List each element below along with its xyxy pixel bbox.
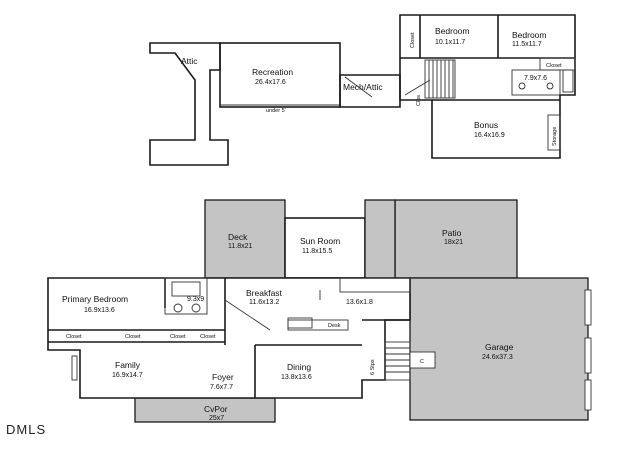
- bonus-label: Bonus: [474, 120, 498, 130]
- breakfast-label: Breakfast: [246, 288, 283, 298]
- dining-label: Dining: [287, 362, 311, 372]
- patio-area: [394, 199, 518, 279]
- dining-dim: 13.8x13.6: [281, 374, 312, 381]
- closet-family-2: Closet: [170, 334, 186, 340]
- main-stairs: [384, 341, 411, 381]
- sun-room-dim: 11.8x15.5: [302, 248, 332, 255]
- clos-label: Clos: [416, 95, 422, 106]
- bedroom2-label: Bedroom: [512, 30, 547, 40]
- garage-label: Garage: [485, 342, 514, 352]
- kitchen-counter: [339, 277, 411, 293]
- recreation-dim: 26.4x17.6: [255, 79, 286, 86]
- deck-label: Deck: [228, 232, 248, 242]
- closet-family-3: Closet: [200, 334, 216, 340]
- c-label: C: [420, 359, 424, 365]
- bonus-dim: 16.4x16.9: [474, 132, 505, 139]
- upper-floor: Attic Recreation 26.4x17.6 under 5' Mech…: [149, 14, 576, 166]
- primary-bath-dim: 9.3x9: [187, 296, 204, 303]
- steps-label: 6 Stps: [370, 359, 376, 375]
- bedroom2-dim: 11.5x11.7: [512, 41, 542, 48]
- cvpor-label: CvPor: [204, 404, 228, 414]
- mech-attic-room: [339, 74, 401, 108]
- closet-primary: Closet: [66, 334, 82, 340]
- patio-label: Patio: [442, 228, 462, 238]
- upper-stairs: [424, 59, 456, 99]
- primary-bedroom-dim: 16.9x13.6: [84, 307, 115, 314]
- recreation-label: Recreation: [252, 67, 293, 77]
- primary-bedroom-label: Primary Bedroom: [62, 294, 128, 304]
- garage-dim: 24.6x37.3: [482, 354, 513, 361]
- garage-area: [409, 277, 589, 421]
- upper-right-block: [399, 14, 576, 159]
- breakfast-dim: 11.6x13.2: [249, 299, 279, 306]
- deck-dim: 11.8x21: [228, 243, 252, 250]
- desk-label: Desk: [328, 323, 341, 329]
- mech-attic-label: Mech/Attic: [343, 82, 383, 92]
- bath-upper-dim: 7.9x7.6: [524, 75, 547, 82]
- foyer-dim: 7.6x7.7: [210, 384, 233, 391]
- main-house-outline: [47, 277, 411, 399]
- bedroom1-dim: 10.1x11.7: [435, 39, 465, 46]
- kitchen-dim: 13.6x1.8: [346, 299, 373, 306]
- main-floor: Deck 11.8x21 Sun Room 11.8x15.5 Patio 18…: [47, 199, 592, 423]
- closet-family-1: Closet: [125, 334, 141, 340]
- bedroom1-label: Bedroom: [435, 26, 470, 36]
- closet-upper-left: Closet: [410, 32, 416, 48]
- closet-upper-right: Closet: [546, 63, 562, 69]
- sun-room: [284, 217, 366, 279]
- under5-label: under 5': [266, 108, 286, 114]
- dmls-watermark: DMLS: [6, 422, 46, 437]
- storage-label: Storage: [552, 127, 558, 146]
- patio-dim: 18x21: [444, 239, 463, 246]
- attic-label: Attic: [181, 56, 198, 66]
- family-label: Family: [115, 360, 141, 370]
- attic-outline: [149, 42, 229, 166]
- sun-room-label: Sun Room: [300, 236, 340, 246]
- cvpor-dim: 25x7: [209, 415, 224, 422]
- foyer-label: Foyer: [212, 372, 234, 382]
- family-dim: 16.9x14.7: [112, 372, 143, 379]
